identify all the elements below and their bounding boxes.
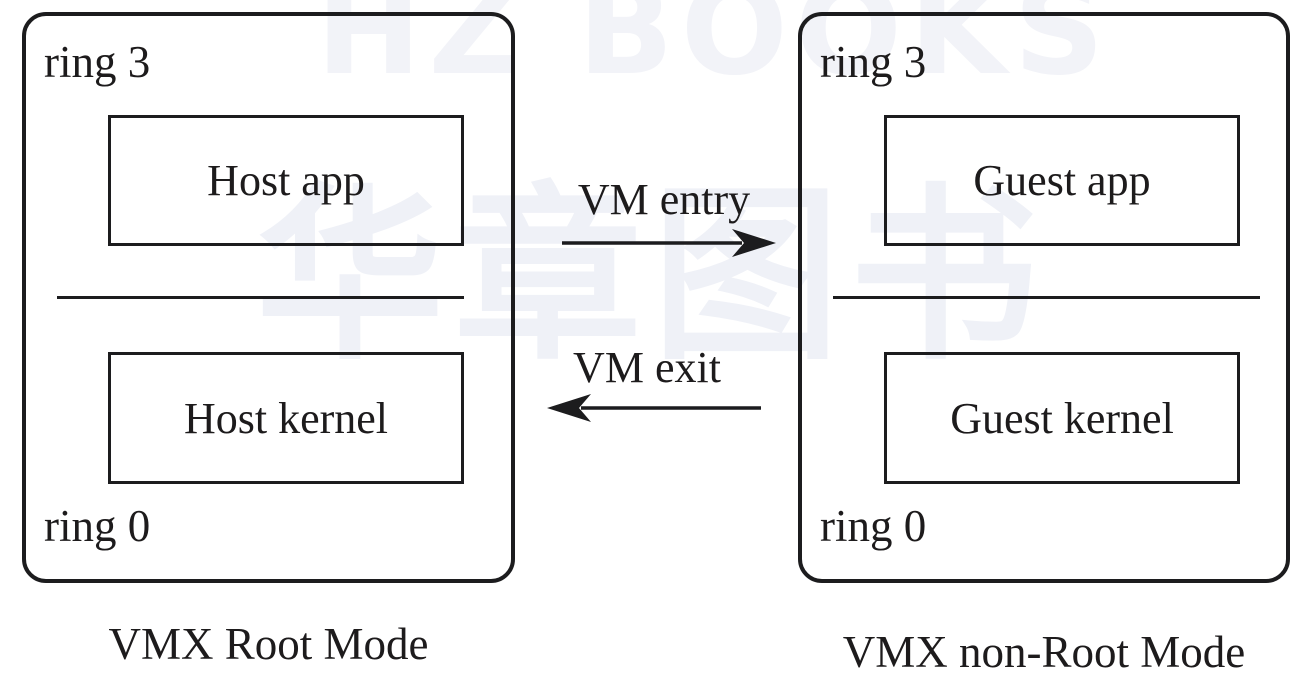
vm-exit-arrow-head bbox=[547, 394, 591, 422]
guest-kernel-label: Guest kernel bbox=[950, 393, 1174, 443]
host-app-box: Host app bbox=[108, 115, 464, 246]
ring0-label-root: ring 0 bbox=[44, 500, 151, 551]
ring3-label-root: ring 3 bbox=[44, 37, 151, 87]
host-kernel-box: Host kernel bbox=[108, 352, 464, 484]
vmx-non-root-mode-panel: ring 3 Guest app Guest kernel ring 0 bbox=[798, 12, 1290, 583]
vm-exit-label: VM exit bbox=[573, 343, 721, 392]
watermark-publisher-text: HZ BOOKS bbox=[316, 0, 1112, 103]
ring0-label-non-root: ring 0 bbox=[820, 500, 927, 551]
vm-entry-label: VM entry bbox=[577, 175, 751, 224]
ring3-label-non-root: ring 3 bbox=[820, 37, 927, 87]
vm-exit-arrow bbox=[547, 394, 761, 422]
vmx-root-mode-panel: ring 3 Host app Host kernel ring 0 bbox=[22, 12, 515, 583]
vm-entry-arrow-head bbox=[732, 229, 776, 257]
guest-app-label: Guest app bbox=[973, 156, 1151, 205]
host-app-label: Host app bbox=[207, 156, 365, 205]
guest-app-box: Guest app bbox=[884, 115, 1240, 246]
vmx-root-mode-caption: VMX Root Mode bbox=[108, 619, 429, 669]
guest-kernel-box: Guest kernel bbox=[884, 352, 1240, 484]
vmx-non-root-mode-caption: VMX non-Root Mode bbox=[842, 627, 1246, 677]
vm-entry-arrow bbox=[562, 229, 776, 257]
host-kernel-label: Host kernel bbox=[183, 393, 389, 443]
ring-divider-non-root bbox=[833, 296, 1260, 299]
ring-divider-root bbox=[57, 296, 464, 299]
watermark-cjk-text: 华章图书 bbox=[256, 167, 1048, 386]
